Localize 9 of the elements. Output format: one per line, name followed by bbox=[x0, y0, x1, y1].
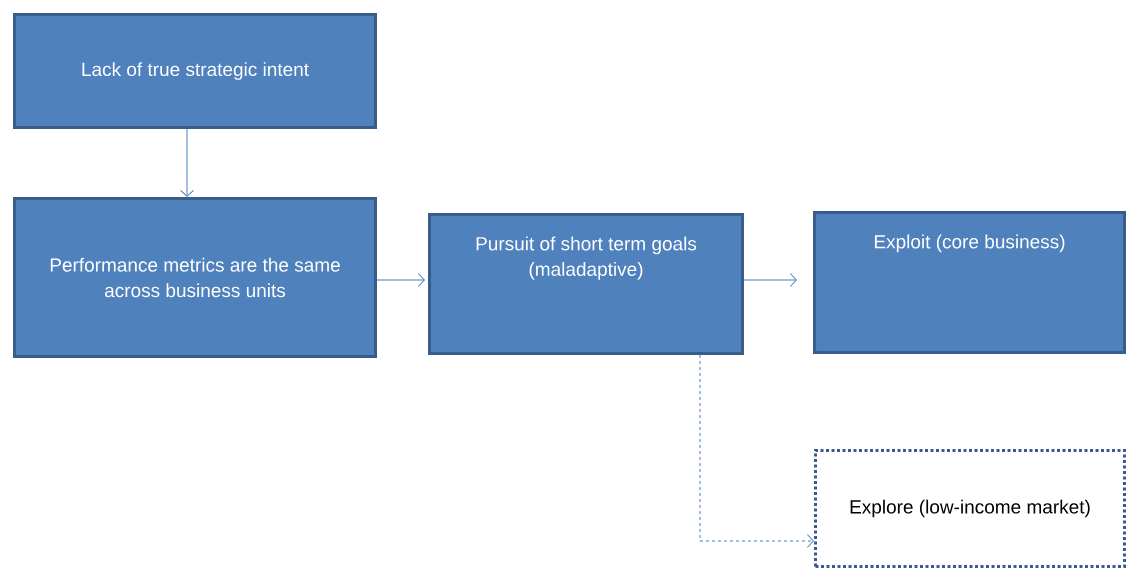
process-box: Lack of true strategic intent bbox=[13, 13, 377, 129]
arrow bbox=[699, 354, 814, 548]
outcome-box: Explore (low-income market) bbox=[814, 449, 1126, 568]
process-box: Performance metrics are the same across business units bbox=[13, 197, 377, 358]
arrow bbox=[743, 273, 797, 287]
arrow bbox=[376, 273, 425, 287]
process-box: Exploit (core business) bbox=[813, 211, 1126, 354]
arrow bbox=[180, 128, 194, 197]
process-box: Pursuit of short term goals (maladaptive) bbox=[428, 213, 744, 355]
